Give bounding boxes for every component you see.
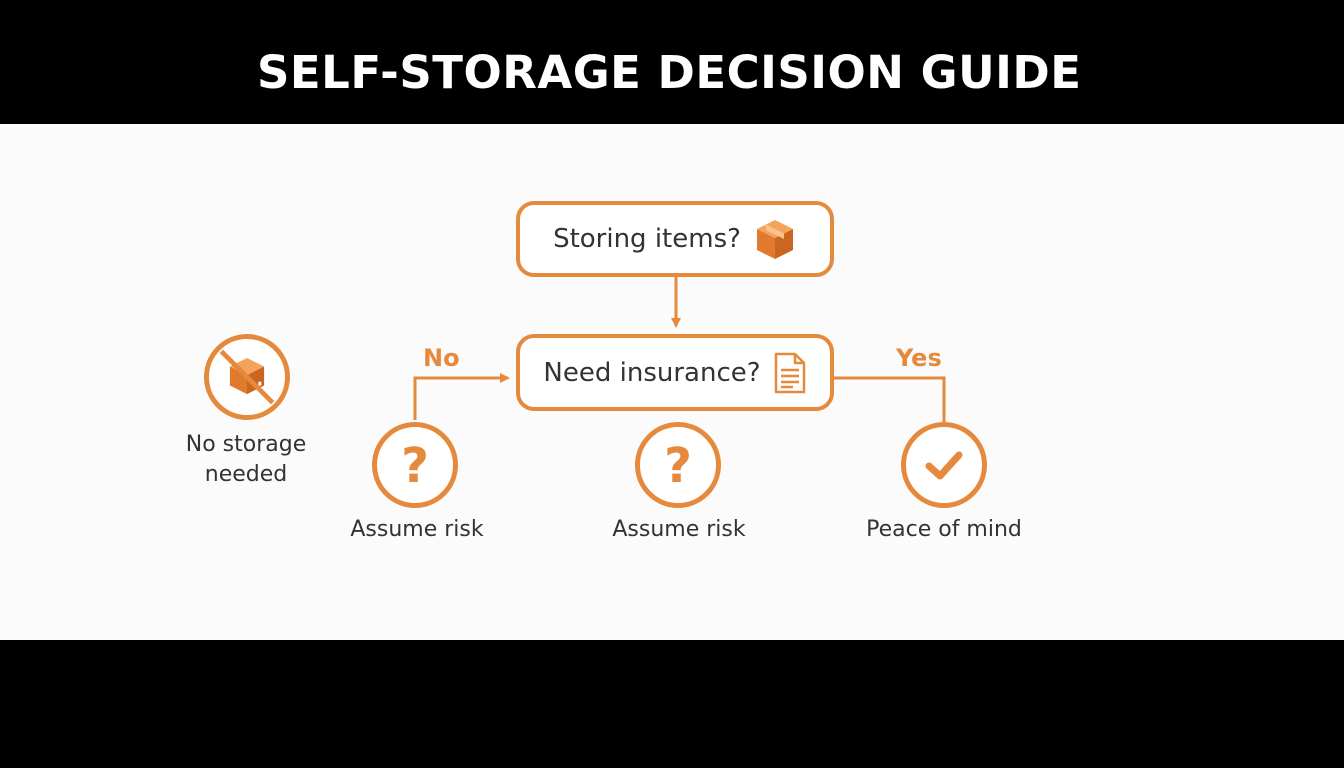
outcome-assume-risk-left-label: Assume risk xyxy=(350,517,484,542)
no-box-icon xyxy=(204,334,290,420)
node-need-insurance-label: Need insurance? xyxy=(543,357,761,388)
question-icon: ? xyxy=(372,422,458,508)
outcome-no-storage-line2: needed xyxy=(204,462,288,487)
outcome-assume-risk-center-label: Assume risk xyxy=(612,517,746,542)
outcome-no-storage-line1: No storage xyxy=(185,432,307,457)
node-storing-items-label: Storing items? xyxy=(553,224,741,254)
page-title: SELF-STORAGE DECISION GUIDE xyxy=(257,46,1082,99)
node-need-insurance: Need insurance? xyxy=(516,334,834,411)
branch-label-yes: Yes xyxy=(896,344,942,372)
connector-yes-branch xyxy=(834,376,946,422)
node-storing-items: Storing items? xyxy=(516,201,834,277)
branch-label-no: No xyxy=(423,344,460,372)
question-icon: ? xyxy=(635,422,721,508)
outcome-peace-of-mind-label: Peace of mind xyxy=(866,517,1022,542)
connector-no-branch xyxy=(413,373,510,420)
document-icon xyxy=(773,352,807,394)
bottom-bar xyxy=(0,640,1344,768)
title-bar: SELF-STORAGE DECISION GUIDE xyxy=(0,0,1344,124)
box-icon xyxy=(753,217,797,261)
outcome-no-storage-label: No storage needed xyxy=(166,430,326,490)
check-icon xyxy=(901,422,987,508)
